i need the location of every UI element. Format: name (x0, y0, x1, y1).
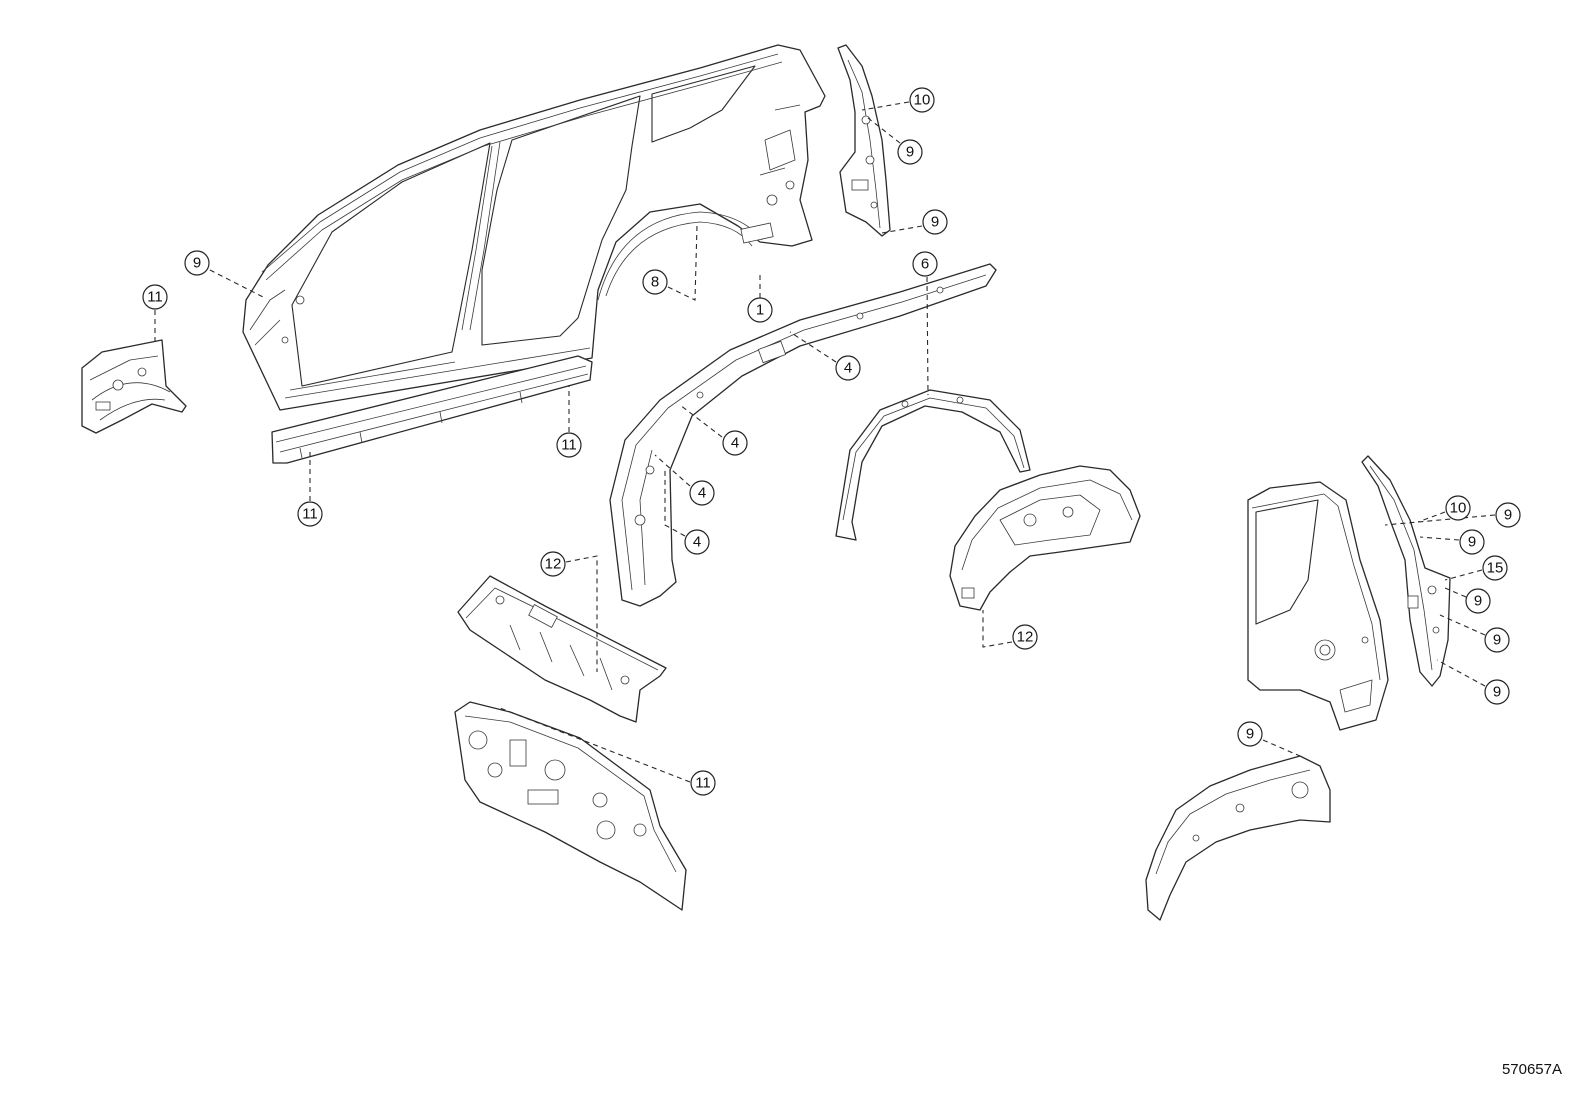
leader-line (867, 117, 901, 144)
callout-number: 11 (147, 289, 163, 306)
part-pillar-reinforcement-upper (837, 44, 891, 237)
callout: 4 (684, 529, 710, 555)
callout-number: 9 (1246, 726, 1254, 743)
callout: 9 (897, 139, 923, 165)
callout: 11 (556, 432, 582, 458)
leader-line (654, 454, 691, 487)
callout-number: 9 (906, 144, 914, 161)
part-rear-quarter-panel (1247, 481, 1389, 731)
part-side-body-panel (242, 44, 826, 411)
callout: 11 (690, 770, 716, 796)
leader-line (499, 707, 691, 783)
leader-line (881, 225, 923, 234)
leader-line (1417, 511, 1446, 523)
callout-number: 10 (1450, 500, 1467, 517)
callout-number: 4 (693, 534, 701, 551)
callout: 9 (1495, 502, 1521, 528)
callout-number: 12 (545, 556, 562, 573)
leader-line (667, 224, 698, 301)
leader-line (1436, 659, 1486, 687)
leader-line (565, 555, 598, 672)
callout-number: 9 (1504, 507, 1512, 524)
callout: 15 (1482, 555, 1508, 581)
callout-number: 11 (302, 506, 318, 523)
part-cowl-panel (457, 575, 667, 723)
callout-number: 9 (931, 214, 939, 231)
callout-number: 15 (1487, 560, 1504, 577)
callout-number: 8 (651, 274, 659, 291)
leader-line (1419, 536, 1460, 541)
callout: 10 (909, 87, 935, 113)
part-rocker-panel (271, 355, 593, 464)
callout-number: 9 (1493, 632, 1501, 649)
callout-number: 4 (731, 435, 739, 452)
leader-line (789, 331, 837, 363)
leader-line (982, 610, 1013, 648)
callout: 6 (912, 251, 938, 277)
callout-number: 11 (695, 775, 711, 792)
part-wheel-house-inner (949, 465, 1141, 611)
callout: 9 (922, 209, 948, 235)
callout-number: 1 (756, 302, 764, 319)
part-wheel-house-outer (835, 389, 1031, 541)
part-wheel-house-extension (1145, 755, 1331, 921)
callout: 11 (142, 284, 168, 310)
part-front-side-member-piece (81, 339, 187, 434)
part-pillar-reinforcement-rear (1361, 455, 1451, 687)
callout: 4 (722, 430, 748, 456)
leader-line (926, 276, 929, 396)
callout: 9 (1459, 529, 1485, 555)
callout: 9 (1484, 627, 1510, 653)
callout-number: 10 (914, 92, 931, 109)
callout: 4 (835, 355, 861, 381)
callout: 9 (1237, 721, 1263, 747)
leader-line (1262, 739, 1301, 757)
leader-lines (154, 101, 1496, 783)
callout-number: 4 (698, 485, 706, 502)
callout: 4 (689, 480, 715, 506)
part-dash-panel (454, 701, 687, 911)
leader-line (1444, 587, 1467, 598)
callout-number: 12 (1017, 629, 1034, 646)
callout-number: 11 (561, 437, 577, 454)
leader-line (209, 269, 266, 299)
callout: 9 (184, 250, 210, 276)
callout: 8 (642, 269, 668, 295)
callout: 12 (1012, 624, 1038, 650)
callouts: 9 11 8 1 10 9 9 4 4 4 4 6 11 11 12 12 11… (142, 87, 1521, 796)
leader-line (861, 101, 910, 111)
callout: 1 (747, 297, 773, 323)
part-roof-side-inner-rail (609, 263, 997, 607)
callout: 9 (1484, 679, 1510, 705)
callout-number: 4 (844, 360, 852, 377)
callout: 10 (1445, 495, 1471, 521)
callout-number: 6 (921, 256, 929, 273)
callout: 12 (540, 551, 566, 577)
figure-id: 570657A (1502, 1061, 1562, 1078)
callout-number: 9 (1474, 593, 1482, 610)
callout: 9 (1465, 588, 1491, 614)
callout-number: 9 (193, 255, 201, 272)
leader-line (1444, 569, 1483, 581)
leader-line (1384, 514, 1496, 526)
callout-number: 9 (1468, 534, 1476, 551)
callout-number: 9 (1493, 684, 1501, 701)
callout: 11 (297, 501, 323, 527)
leader-line (664, 470, 686, 537)
